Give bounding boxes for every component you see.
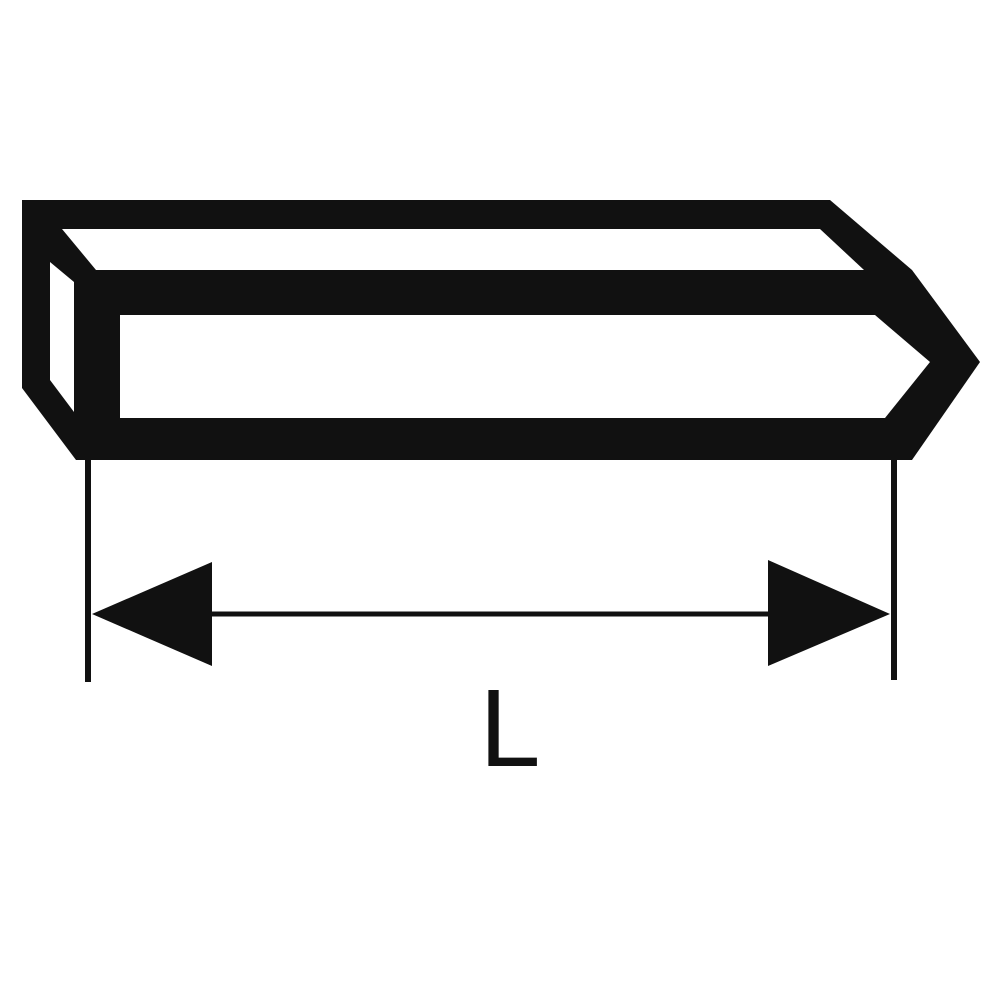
- arrowhead-left: [92, 562, 212, 666]
- pin-top-face: [62, 229, 864, 270]
- pin-end-face: [50, 262, 74, 412]
- dimension-label: L: [479, 667, 540, 790]
- pin-front-face: [120, 315, 930, 418]
- arrowhead-right: [768, 560, 890, 666]
